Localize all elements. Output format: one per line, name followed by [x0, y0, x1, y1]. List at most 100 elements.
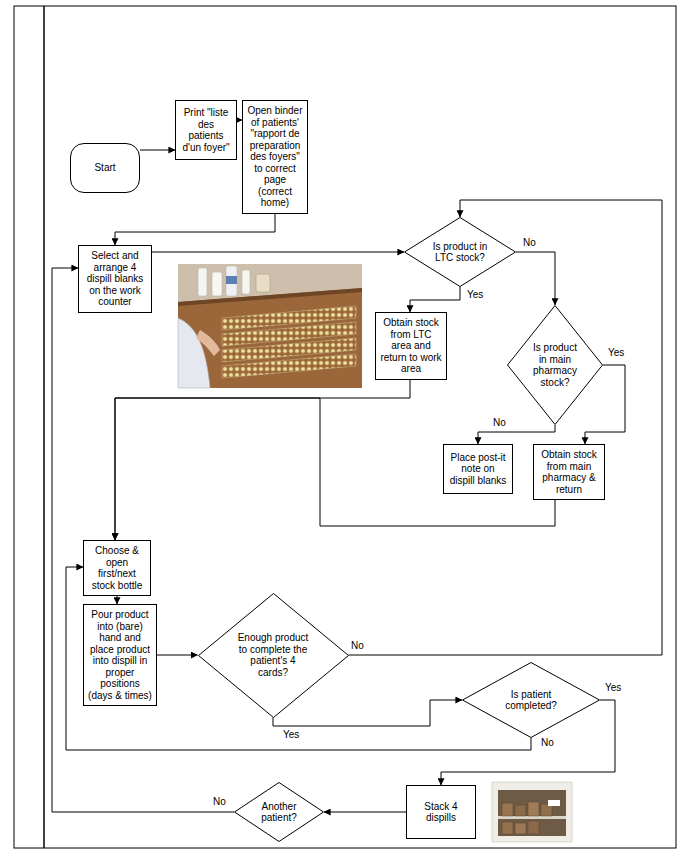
node-text: Choose & open first/next stock bottle: [88, 545, 146, 591]
text-wrap: Choose & open first/next stock bottle: [88, 545, 146, 591]
page-frame: [14, 6, 676, 848]
edge-label: No: [212, 796, 227, 808]
node-text: Stack 4 dispills: [411, 801, 471, 824]
decision-diamond: Is patient completed?: [462, 662, 600, 738]
text-wrap: Open binder of patients' "rapport de pre…: [247, 105, 303, 209]
node-text: Another patient?: [257, 801, 302, 824]
edge-label: No: [540, 737, 555, 749]
photo-counter: [178, 288, 362, 388]
flow-arrow: [516, 252, 555, 305]
cabinet-interior: [498, 790, 566, 836]
flow-arrow: [441, 700, 615, 785]
process-box: Stack 4 dispills: [406, 785, 476, 839]
diamond-shape: [463, 663, 600, 738]
stock-bottle: [198, 268, 207, 296]
flow-arrow: [140, 150, 175, 151]
edge-label: Yes: [607, 347, 625, 359]
flow-arrow: [115, 380, 410, 541]
dispill-stack: [502, 803, 513, 816]
edge-label: Yes: [604, 682, 622, 694]
counter-photo: [178, 264, 362, 388]
flow-arrow: [115, 214, 275, 246]
edge-label: No: [492, 417, 507, 429]
flow-arrow: [273, 700, 462, 726]
edge-label: Yes: [282, 729, 300, 741]
node-text: Is product in LTC stock?: [432, 241, 488, 264]
flow-arrow: [349, 200, 663, 655]
flow-arrow: [52, 268, 234, 812]
decision-diamond: Another patient?: [234, 782, 324, 842]
cabinet-photo: [492, 782, 572, 842]
node-text: Obtain stock from LTC area and return to…: [380, 317, 442, 375]
edge-label: Yes: [466, 289, 484, 301]
flow-arrow: [117, 596, 118, 604]
flow-arrow: [324, 812, 406, 813]
diamond-outline: [462, 662, 600, 738]
node-text: Is patient completed?: [497, 689, 566, 712]
text-wrap: Obtain stock from LTC area and return to…: [380, 317, 442, 375]
decision-diamond: Is product in LTC stock?: [404, 217, 516, 287]
node-text: Print "liste des patients d'un foyer": [180, 107, 232, 153]
diamond-shape: [405, 218, 516, 287]
decision-diamond: Is product in main pharmacy stock?: [507, 305, 603, 425]
diamond-outline: [198, 593, 349, 718]
node-text: Start: [94, 162, 115, 174]
frame-band-line: [43, 6, 45, 848]
sleeve: [178, 318, 210, 388]
text-wrap: Start: [94, 162, 115, 174]
diamond-shape: [198, 593, 348, 717]
stock-box: [256, 274, 270, 292]
process-box: Choose & open first/next stock bottle: [83, 540, 151, 596]
process-box: Open binder of patients' "rapport de pre…: [242, 100, 308, 214]
process-box: Pour product into (bare) hand and place …: [83, 604, 157, 706]
text-wrap: Enough product to complete the patient's…: [235, 632, 311, 678]
dispill-stack: [515, 805, 526, 816]
stock-bottle: [226, 266, 237, 296]
dispill-stack: [502, 822, 513, 834]
cabinet-shelf: [498, 816, 566, 819]
text-wrap: Pour product into (bare) hand and place …: [88, 609, 152, 701]
text-wrap: Is product in main pharmacy stock?: [531, 342, 579, 388]
flow-arrow: [478, 425, 555, 444]
diamond-outline: [404, 217, 516, 287]
cabinet-frame: [492, 782, 572, 842]
diamond-shape: [235, 783, 324, 842]
text-wrap: Is product in LTC stock?: [432, 241, 488, 264]
dispill-stack: [515, 823, 526, 834]
dispill-stack: [528, 802, 539, 816]
stock-bottle: [242, 270, 250, 294]
process-box: Obtain stock from main pharmacy & return: [533, 444, 605, 500]
hand: [196, 330, 220, 356]
flow-arrow: [152, 252, 404, 253]
process-box: Print "liste des patients d'un foyer": [175, 100, 237, 160]
dispill-stack: [528, 821, 539, 834]
flow-arrow: [115, 398, 555, 540]
text-wrap: Is patient completed?: [497, 689, 566, 712]
text-wrap: Another patient?: [257, 801, 302, 824]
shelf-card: [548, 800, 560, 806]
decision-diamond: Enough product to complete the patient's…: [198, 593, 349, 718]
flow-arrow: [585, 365, 625, 444]
photo-wall: [178, 264, 362, 388]
node-text: Is product in main pharmacy stock?: [531, 342, 579, 388]
node-text: Open binder of patients' "rapport de pre…: [247, 105, 303, 209]
stock-bottle: [212, 272, 222, 296]
node-text: Pour product into (bare) hand and place …: [88, 609, 152, 701]
text-wrap: Select and arrange 4 dispill blanks on t…: [83, 250, 147, 308]
flow-arrow: [157, 655, 198, 656]
node-text: Select and arrange 4 dispill blanks on t…: [83, 250, 147, 308]
process-box: Obtain stock from LTC area and return to…: [375, 312, 447, 380]
dispill-blank: [222, 354, 356, 378]
bottle-label: [226, 276, 237, 284]
diamond-outline: [507, 305, 603, 425]
text-wrap: Print "liste des patients d'un foyer": [180, 107, 232, 153]
text-wrap: Place post-it note on dispill blanks: [448, 452, 508, 487]
edge-label: No: [522, 237, 537, 249]
flow-arrow: [66, 567, 531, 750]
diamond-outline: [234, 782, 324, 842]
node-text: Place post-it note on dispill blanks: [448, 452, 508, 487]
